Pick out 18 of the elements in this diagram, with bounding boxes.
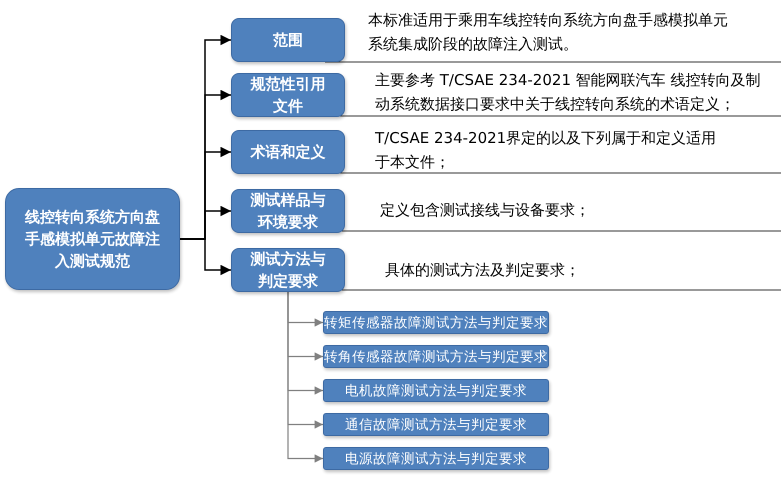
subitem-box: 电机故障测试方法与判定要求 [323,379,549,402]
description-text: T/CSAE 234-2021界定的以及下列属于和定义适用于本文件； [375,128,718,173]
description-text: 具体的测试方法及判定要求； [385,260,581,281]
category-box: 范围 [231,18,345,62]
description-text: 主要参考 T/CSAE 234-2021 智能网联汽车 线控转向及制动系统数据接口要求中关于线控转向系统的术语定义； [375,70,762,115]
category-box: 规范性引用文件 [231,73,345,117]
root-box: 线控转向系统方向盘手感模拟单元故障注入测试规范 [5,188,180,290]
description-text: 定义包含测试接线与设备要求； [380,200,591,221]
subitem-box: 转矩传感器故障测试方法与判定要求 [323,311,549,334]
description-text: 本标准适用于乘用车线控转向系统方向盘手感模拟单元系统集成阶段的故障注入测试。 [368,10,729,55]
connector-arrow [180,238,231,276]
subitem-box: 通信故障测试方法与判定要求 [323,413,549,436]
subitem-box: 电源故障测试方法与判定要求 [323,447,549,470]
subitem-box: 转角传感器故障测试方法与判定要求 [323,345,549,368]
connector-arrow [287,292,323,463]
category-box: 测试方法与判定要求 [231,248,345,292]
category-box: 测试样品与环境要求 [231,189,345,233]
category-box: 术语和定义 [231,130,345,174]
